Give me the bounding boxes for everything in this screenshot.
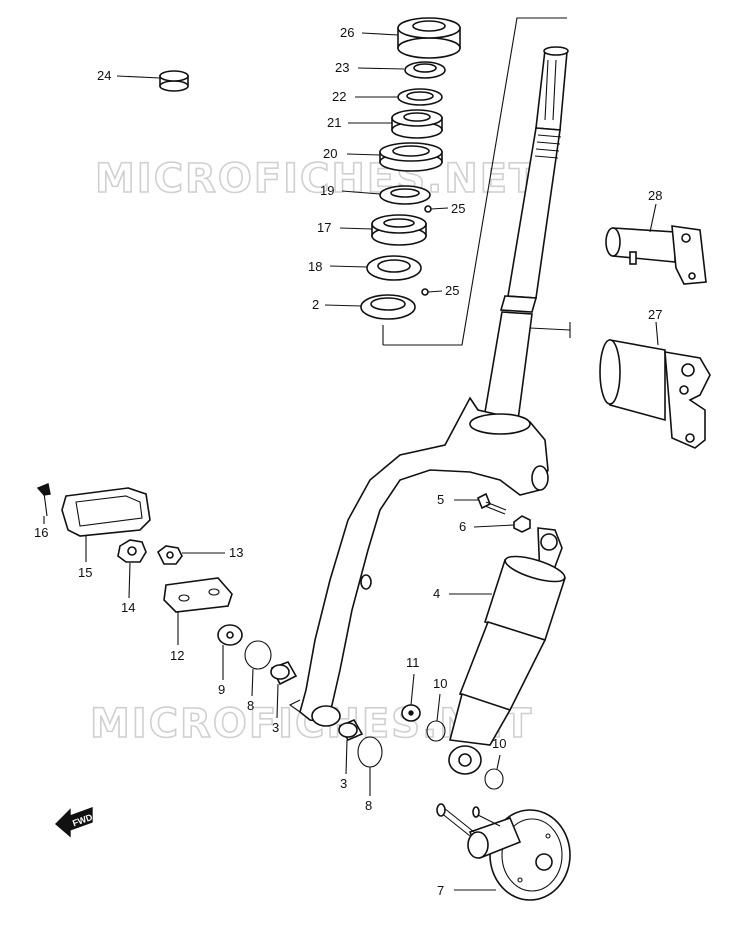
watermark-top: MICROFICHES.NET	[95, 156, 538, 202]
callout-8-upper: 8	[247, 698, 254, 713]
part-12-block	[163, 577, 233, 613]
callout-3-upper: 3	[272, 720, 279, 735]
part-2-seal	[360, 294, 416, 320]
callout-10-lower: 10	[492, 736, 506, 751]
front-fork-body	[288, 396, 549, 727]
part-3-bushing-lower	[338, 718, 364, 742]
callout-4: 4	[433, 586, 440, 601]
callout-26: 26	[340, 25, 354, 40]
part-7-brake-panel	[436, 803, 571, 901]
part-16-screw	[36, 483, 51, 517]
part-24-cap	[159, 70, 189, 92]
part-28-lock	[605, 225, 707, 285]
callout-5: 5	[437, 492, 444, 507]
callout-25-lower: 25	[445, 283, 459, 298]
callout-13: 13	[229, 545, 243, 560]
callout-27: 27	[648, 307, 662, 322]
callout-15: 15	[78, 565, 92, 580]
callout-22: 22	[332, 89, 346, 104]
part-18-race	[366, 255, 422, 281]
part-6-nut	[513, 515, 531, 533]
callout-7: 7	[437, 883, 444, 898]
part-22-washer	[397, 88, 443, 106]
shock-absorber	[448, 527, 567, 775]
part-5-bolt	[476, 492, 507, 515]
part-8-ring-upper	[244, 640, 272, 670]
bracket-steering-stack	[382, 17, 567, 346]
callout-labels: 26 23 22 21 20 19 25 17 18 2 25 24 28 27…	[34, 25, 662, 898]
callout-19: 19	[320, 183, 334, 198]
callout-12: 12	[170, 648, 184, 663]
part-19-race	[379, 185, 431, 205]
callout-25-upper: 25	[451, 201, 465, 216]
part-23-lock-nut	[404, 61, 446, 79]
callout-9: 9	[218, 682, 225, 697]
steering-stem	[483, 46, 571, 421]
callout-18: 18	[308, 259, 322, 274]
part-11-washer	[401, 704, 421, 722]
callout-8-lower: 8	[365, 798, 372, 813]
callout-11: 11	[406, 655, 420, 670]
callout-21: 21	[327, 115, 341, 130]
part-17-race	[371, 214, 427, 246]
callout-20: 20	[323, 146, 337, 161]
part-10-ring-lower	[484, 768, 504, 790]
part-15-cover	[61, 487, 151, 537]
part-26-dust-cover	[397, 17, 461, 59]
callout-3-lower: 3	[340, 776, 347, 791]
part-25-ball-lower	[421, 288, 429, 296]
callout-17: 17	[317, 220, 331, 235]
part-25-ball-upper	[424, 205, 432, 213]
part-10-ring-upper	[426, 720, 446, 742]
callout-6: 6	[459, 519, 466, 534]
callout-24: 24	[97, 68, 111, 83]
callout-14: 14	[121, 600, 135, 615]
callout-16: 16	[34, 525, 48, 540]
part-21-nut	[391, 109, 443, 139]
callout-23: 23	[335, 60, 349, 75]
part-14-nut	[117, 539, 147, 563]
part-3-bushing-upper	[270, 661, 298, 686]
part-13-nut	[156, 545, 183, 565]
fwd-direction-arrow: FWD	[54, 807, 94, 838]
callout-10-upper: 10	[433, 676, 447, 691]
part-9-washer	[217, 624, 243, 646]
bearing-stack	[360, 17, 461, 320]
part-27-housing	[599, 339, 711, 449]
callout-28: 28	[648, 188, 662, 203]
leader-lines	[43, 32, 659, 891]
part-20-race	[379, 142, 443, 172]
callout-2: 2	[312, 297, 319, 312]
